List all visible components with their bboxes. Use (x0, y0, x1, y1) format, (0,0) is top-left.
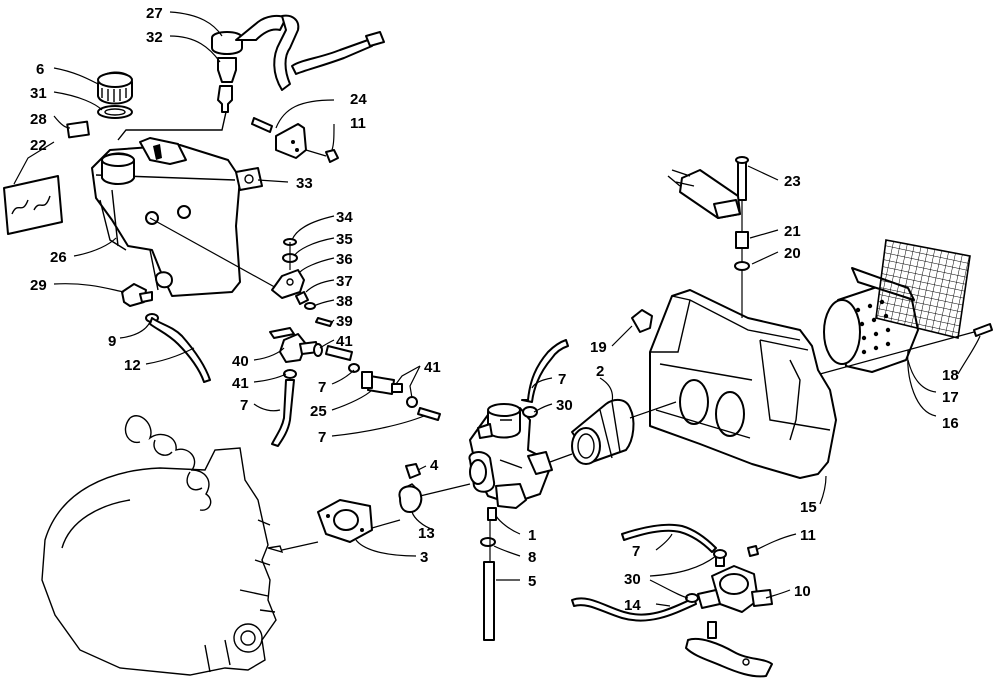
leader-lines (13, 11, 981, 607)
callout-31: 31 (30, 85, 47, 102)
callout-18: 18 (942, 367, 959, 384)
gas-cap (97, 71, 133, 105)
callout-5: 5 (528, 573, 536, 590)
intake-flange (317, 499, 373, 543)
callout-20: 20 (784, 245, 801, 262)
callout-7-pump: 7 (632, 543, 640, 560)
callout-38: 38 (336, 293, 353, 310)
callout-41-b: 41 (232, 375, 249, 392)
callout-8: 8 (528, 549, 536, 566)
decal-small (66, 120, 90, 139)
callout-41-a: 41 (336, 333, 353, 350)
fuel-hose (149, 317, 211, 383)
callout-9: 9 (108, 333, 116, 350)
callout-25: 25 (310, 403, 327, 420)
shutoff-valve (269, 327, 323, 379)
callout-26: 26 (50, 249, 67, 266)
callout-3: 3 (420, 549, 428, 566)
callout-29: 29 (30, 277, 47, 294)
intake-boot (571, 398, 635, 465)
callout-11-top: 11 (350, 115, 366, 132)
tank-bracket (251, 117, 339, 163)
callout-41-c: 41 (424, 359, 441, 376)
callout-32: 32 (146, 29, 163, 46)
callout-19: 19 (590, 339, 607, 356)
bracket-stack (271, 238, 333, 327)
warning-decal (3, 175, 63, 235)
engine-outline (41, 415, 284, 676)
fuel-valve (121, 283, 153, 307)
tank-decal (235, 167, 263, 191)
callout-40: 40 (232, 353, 249, 370)
callout-4: 4 (430, 457, 439, 474)
callout-35: 35 (336, 231, 353, 248)
callout-12: 12 (124, 357, 141, 374)
callout-10: 10 (794, 583, 811, 600)
callout-17: 17 (942, 389, 959, 406)
carb-clamp (398, 483, 423, 513)
air-silencer (649, 289, 837, 479)
pulse-line (621, 523, 717, 553)
retainer-clip (631, 309, 653, 333)
callout-7-low: 7 (318, 429, 326, 446)
callout-6: 6 (36, 61, 44, 78)
harness-connector (667, 169, 741, 219)
fuel-tank (91, 137, 241, 297)
callout-21: 21 (784, 223, 801, 240)
callout-7-left: 7 (240, 397, 248, 414)
callout-30-top: 30 (556, 397, 573, 414)
screen-screw (973, 323, 993, 337)
silencer-mount (734, 156, 750, 318)
cap-gasket (97, 105, 133, 119)
carburetor (468, 403, 553, 521)
callout-7-vent: 7 (558, 371, 566, 388)
callout-36: 36 (336, 251, 353, 268)
callout-16: 16 (942, 415, 959, 432)
fuel-gauge-sender (117, 14, 385, 141)
callout-7-mid: 7 (318, 379, 326, 396)
callout-1: 1 (528, 527, 536, 544)
callout-23: 23 (784, 173, 801, 190)
callout-labels: 27 32 6 31 28 22 26 29 9 12 24 11 33 34 … (30, 5, 959, 614)
callout-14: 14 (624, 597, 641, 614)
pump-outlet-line (571, 597, 697, 622)
callout-2: 2 (596, 363, 604, 380)
callout-39: 39 (336, 313, 353, 330)
drain-washer (480, 537, 496, 547)
fuel-filter-line (325, 345, 441, 421)
pump-washer-upper (713, 549, 727, 559)
callout-13: 13 (418, 525, 435, 542)
screen-mesh (875, 239, 971, 339)
callout-37: 37 (336, 273, 353, 290)
callout-34: 34 (336, 209, 353, 226)
callout-24: 24 (350, 91, 367, 108)
callout-15: 15 (800, 499, 817, 516)
callout-11-pump: 11 (800, 527, 816, 544)
carb-nut (405, 463, 421, 479)
vent-washer (522, 406, 538, 418)
callout-30-pump: 30 (624, 571, 641, 588)
fuel-line-short (271, 379, 295, 447)
callout-22: 22 (30, 137, 47, 154)
callout-28: 28 (30, 111, 47, 128)
callout-27: 27 (146, 5, 163, 22)
drain-tube (483, 561, 495, 641)
callout-33: 33 (296, 175, 313, 192)
fuel-pump (697, 545, 773, 613)
pump-mount-plate (685, 621, 773, 678)
